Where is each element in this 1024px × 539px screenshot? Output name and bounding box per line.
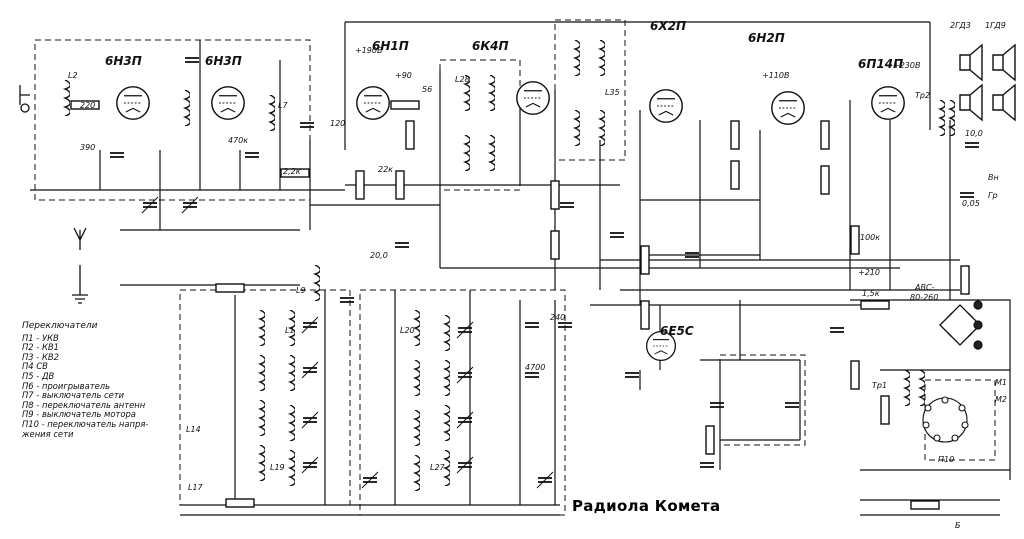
schematic-labels: 6Н3П 6Н3П 6Н1П 6К4П 6Х2П 6Н2П 6П14П 6Е5С… (68, 19, 1007, 530)
legend-item: П8 - переключатель антенн (22, 399, 146, 410)
coils (64, 40, 955, 491)
variable-capacitors (141, 196, 554, 489)
label: L1 (285, 326, 295, 335)
label: 4700 (525, 363, 545, 372)
tube-symbol (211, 86, 245, 120)
speaker-label: 1ГД9 (985, 21, 1006, 30)
legend-item: П7 - выключатель сети (22, 390, 125, 401)
legend-item: П1 - УКВ (22, 332, 59, 343)
tube-symbol (771, 91, 805, 125)
speakers (959, 43, 1016, 122)
label: 10,0 (965, 129, 983, 138)
label: +230В (893, 61, 920, 70)
tube-label: 6Н2П (748, 31, 785, 45)
tube-label: 6П14П (858, 57, 903, 71)
label: +90 (395, 71, 412, 80)
label: 100к (860, 233, 880, 242)
label: L27 (430, 463, 446, 472)
label: АВС- (914, 283, 935, 292)
label: 22к (378, 165, 393, 174)
legend-item: П5 - ДВ (22, 370, 55, 381)
diagram-title: Радиола Комета (572, 497, 721, 515)
voltage-selector (922, 396, 969, 443)
antenna-ground (19, 85, 88, 304)
tube-symbol (356, 86, 390, 120)
label: L35 (605, 88, 620, 97)
tube-symbol (871, 86, 905, 120)
label: Б (955, 521, 961, 530)
label: 240 (550, 313, 565, 322)
legend-item: П2 - КВ1 (22, 342, 59, 353)
label: L19 (270, 463, 285, 472)
tube-label: 6Н3П (105, 54, 142, 68)
switch-legend: Переключатели П1 - УКВ П2 - КВ1 П3 - КВ2… (22, 321, 149, 439)
tube-label: 6Е5С (660, 324, 694, 338)
label: L2 (68, 71, 78, 80)
capacitors (110, 57, 979, 468)
label: Тр1 (872, 381, 887, 390)
label: 120 (330, 119, 345, 128)
label: 80-260 (910, 293, 938, 302)
label: Тр2 (915, 91, 930, 100)
legend-item: П3 - КВ2 (22, 351, 59, 362)
label: L14 (186, 425, 201, 434)
label: L17 (188, 483, 204, 492)
legend-heading: Переключатели (22, 321, 98, 331)
legend-item: П9 - выключатель мотора (22, 409, 136, 420)
tube-symbol (516, 81, 550, 115)
label: +210 (858, 268, 880, 277)
label: Гр (988, 191, 998, 200)
legend-item: жения сети (22, 428, 74, 439)
label: +190В (355, 46, 382, 55)
tube-label: 6Н3П (205, 54, 242, 68)
label: +110В (762, 71, 789, 80)
label: L9 (296, 286, 306, 295)
label: 220 (80, 101, 95, 110)
label: М2 (995, 395, 1007, 404)
legend-item: П4 СВ (22, 361, 48, 372)
tube-symbol (116, 86, 150, 120)
tube-label: 6К4П (472, 39, 509, 53)
tube-symbol (649, 89, 683, 123)
legend-item: П6 - проигрыватель (22, 380, 111, 391)
legend-item: П10 - переключатель напря- (22, 418, 149, 429)
label: Вн (988, 173, 999, 182)
label: L28 (455, 75, 470, 84)
label: 20,0 (370, 251, 388, 260)
label: 470к (228, 136, 248, 145)
label: 2,2к (283, 167, 301, 176)
label: 56 (422, 85, 432, 94)
indicator-lamps (973, 300, 983, 350)
speaker-label: 2ГД3 (950, 21, 971, 30)
label: 1,5к (862, 289, 880, 298)
shield-outlines (34, 19, 996, 516)
tube-label: 6Н1П (372, 39, 409, 53)
tube-label: 6Х2П (650, 19, 686, 33)
label: 390 (80, 143, 95, 152)
label: 0,05 (962, 199, 980, 208)
label: L20 (400, 326, 415, 335)
label: L7 (278, 101, 288, 110)
label: М1 (995, 378, 1007, 387)
label: П10 (938, 455, 954, 464)
